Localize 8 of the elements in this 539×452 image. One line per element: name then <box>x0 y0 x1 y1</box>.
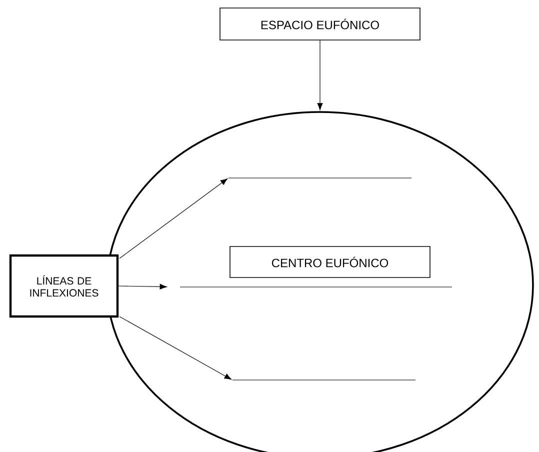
label-box: CENTRO EUFÓNICO <box>230 246 430 278</box>
arrow <box>317 40 323 110</box>
horizontal-line <box>180 286 452 288</box>
label-box: LÍNEAS DE INFLEXIONES <box>9 254 119 318</box>
label-box: ESPACIO EUFÓNICO <box>220 8 420 40</box>
arrow <box>118 284 167 290</box>
arrow <box>119 178 228 259</box>
arrow <box>119 316 232 380</box>
